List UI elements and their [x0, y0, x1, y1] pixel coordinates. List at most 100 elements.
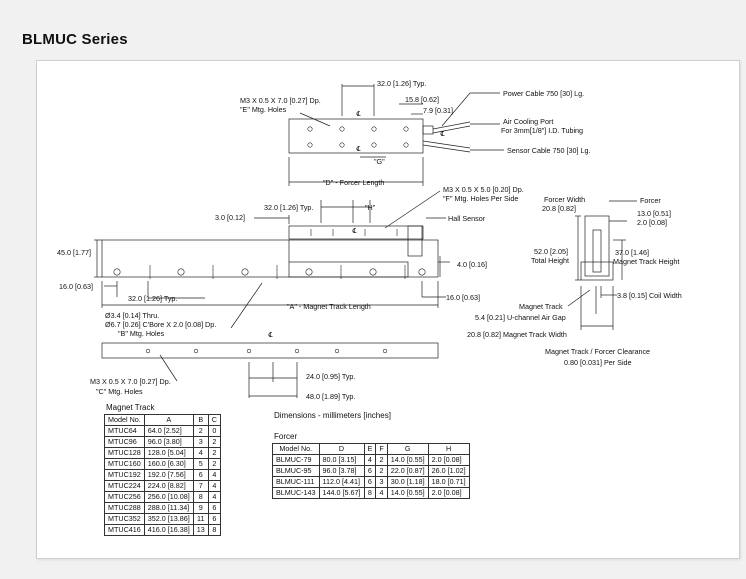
- table-cell: BLMUC-143: [272, 487, 320, 499]
- coil-width-label: 3.8 [0.15] Coil Width: [617, 291, 682, 300]
- air-port-fitting: [422, 125, 434, 135]
- b-mtg-hole: [418, 268, 426, 276]
- bottom-pitch-label: 32.0 [1.26] Typ.: [128, 294, 177, 303]
- table-cell: MTUC160: [104, 458, 145, 470]
- c-mtg-hole: [294, 348, 300, 354]
- table-cell: 2: [375, 465, 388, 477]
- track-height-label2: Magnet Track Height: [613, 257, 679, 266]
- b-mtg-hole: [241, 268, 249, 276]
- sensor-cable-lines: [422, 140, 471, 153]
- c-mtg-hole: [334, 348, 340, 354]
- power-cable-lines: [432, 121, 471, 134]
- svg-text:℄: ℄: [352, 227, 357, 235]
- column-header: A: [143, 414, 194, 426]
- table-cell: MTUC352: [104, 513, 145, 525]
- top-e-holes-label2: "E" Mtg. Holes: [240, 105, 287, 114]
- g-dim-label: "G": [374, 157, 385, 166]
- table-cell: 2.0 [0.08]: [427, 487, 470, 499]
- column-header: C: [207, 414, 221, 426]
- dim-15-8-label: 15.8 [0.62]: [405, 95, 439, 104]
- svg-text:℄: ℄: [268, 331, 273, 339]
- forcer-side-outline: [288, 225, 424, 240]
- coil-end: [592, 229, 602, 273]
- dim-4-0-label: 4.0 [0.16]: [457, 260, 487, 269]
- e-mtg-hole: [307, 126, 313, 132]
- e-mtg-hole: [371, 142, 377, 148]
- forcer-top-outline: [288, 118, 424, 154]
- table-cell: 3: [192, 436, 209, 448]
- air-port-label: Air Cooling Port: [503, 117, 553, 126]
- column-header: Model No.: [104, 414, 145, 426]
- table-cell: 9: [192, 502, 209, 514]
- e-mtg-hole: [403, 126, 409, 132]
- table-cell: MTUC192: [104, 469, 145, 481]
- power-cable-label: Power Cable 750 [30] Lg.: [503, 89, 584, 98]
- table-cell: 112.0 [4.41]: [318, 476, 365, 488]
- track-length-label: "A" - Magnet Track Length: [287, 302, 371, 311]
- table-cell: 6: [192, 469, 209, 481]
- table-cell: 2: [207, 458, 221, 470]
- table-cell: 4: [192, 447, 209, 459]
- forcer-width-label2: 20.8 [0.82]: [542, 204, 576, 213]
- table-cell: MTUC288: [104, 502, 145, 514]
- clearance-label2: 0.80 [0.031] Per Side: [564, 358, 632, 367]
- dimensions-note: Dimensions - millimeters [inches]: [274, 411, 391, 420]
- table-cell: 2.0 [0.08]: [427, 454, 470, 466]
- track-height-label: 37.0 [1.46]: [615, 248, 649, 257]
- table-cell: 13: [192, 524, 209, 536]
- dim-2-label: 2.0 [0.08]: [637, 218, 667, 227]
- table-cell: 30.0 [1.18]: [386, 476, 429, 488]
- table-cell: 4: [207, 469, 221, 481]
- c-mtg-hole: [382, 348, 388, 354]
- table-cell: 14.0 [0.55]: [386, 487, 429, 499]
- air-gap-label: 5.4 [0.21] U-channel Air Gap: [475, 313, 566, 322]
- table-cell: 160.0 [6.30]: [143, 458, 194, 470]
- forcer-label: Forcer: [640, 196, 661, 205]
- side-pitch-label: 32.0 [1.26] Typ.: [264, 203, 313, 212]
- table-cell: 11: [192, 513, 209, 525]
- table-cell: BLMUC-111: [272, 476, 320, 488]
- table-cell: 144.0 [5.67]: [318, 487, 365, 499]
- dim-24-label: 24.0 [0.95] Typ.: [306, 372, 355, 381]
- c-mtg-hole: [193, 348, 199, 354]
- table-cell: MTUC64: [104, 425, 145, 437]
- table-cell: 6: [207, 513, 221, 525]
- table-cell: 96.0 [3.78]: [318, 465, 365, 477]
- e-mtg-hole: [403, 142, 409, 148]
- table-cell: MTUC128: [104, 447, 145, 459]
- total-height-label2: Total Height: [531, 256, 569, 265]
- e-mtg-hole: [307, 142, 313, 148]
- table-cell: 18.0 [0.71]: [427, 476, 470, 488]
- b-mtg-hole: [369, 268, 377, 276]
- clearance-label: Magnet Track / Forcer Clearance: [545, 347, 650, 356]
- b-holes-label2: Ø6.7 [0.26] C'Bore X 2.0 [0.08] Dp.: [105, 320, 216, 329]
- dim-3-0-label: 3.0 [0.12]: [215, 213, 245, 222]
- track-end-outline: [580, 261, 614, 281]
- table-cell: 8: [363, 487, 377, 499]
- column-header: G: [386, 443, 429, 455]
- e-mtg-hole: [371, 126, 377, 132]
- table-cell: 416.0 [16.38]: [143, 524, 194, 536]
- table-cell: MTUC416: [104, 524, 145, 536]
- table-cell: 6: [207, 502, 221, 514]
- table-cell: MTUC256: [104, 491, 145, 503]
- c-holes-label: M3 X 0.5 X 7.0 [0.27] Dp.: [90, 377, 171, 386]
- top-e-holes-label: M3 X 0.5 X 7.0 [0.27] Dp.: [240, 96, 321, 105]
- dim-7-9-label: 7.9 [0.31]: [423, 106, 453, 115]
- b-mtg-hole: [177, 268, 185, 276]
- table-cell: 64.0 [2.52]: [143, 425, 194, 437]
- column-header: E: [363, 443, 377, 455]
- table-cell: 6: [363, 476, 377, 488]
- table-cell: 224.0 [8.82]: [143, 480, 194, 492]
- column-header: D: [318, 443, 365, 455]
- column-header: B: [192, 414, 209, 426]
- table-cell: 4: [375, 487, 388, 499]
